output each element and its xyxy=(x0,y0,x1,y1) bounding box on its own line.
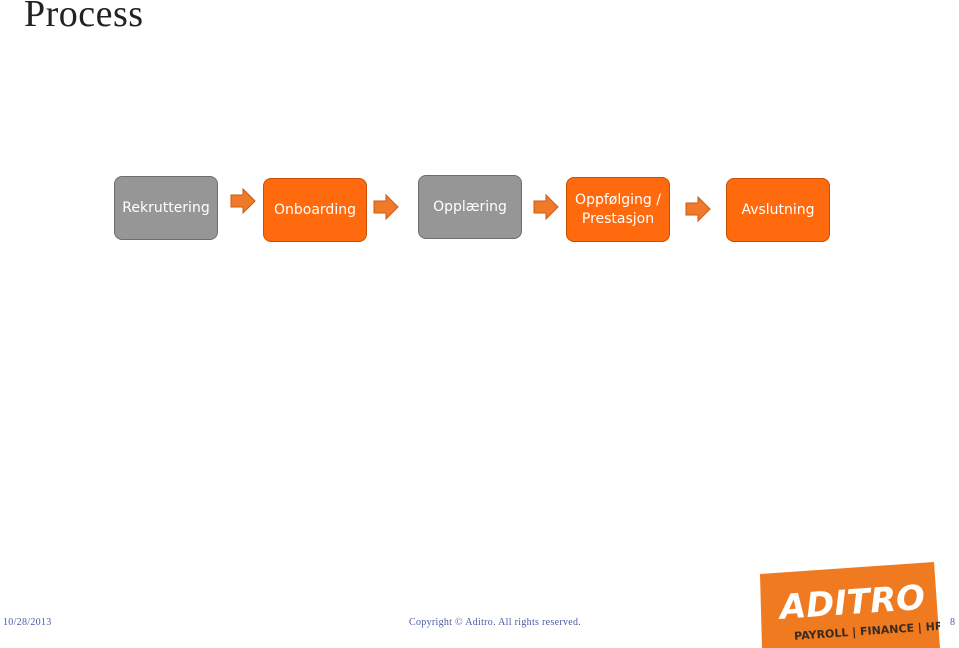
step-oppfolging-prestasjon: Oppfølging / Prestasjon xyxy=(566,177,670,242)
aditro-logo: ADITRO PAYROLL | FINANCE | HR xyxy=(760,562,940,648)
step-rekruttering: Rekruttering xyxy=(114,176,218,240)
footer-copyright: Copyright © Aditro. All rights reserved. xyxy=(409,617,582,628)
page-number: 8 xyxy=(950,617,956,628)
arrow-right-icon xyxy=(685,196,711,222)
footer-date: 10/28/2013 xyxy=(3,617,52,628)
slide-title: Process xyxy=(24,0,144,35)
arrow-right-icon xyxy=(373,194,399,220)
step-avslutning: Avslutning xyxy=(726,178,830,242)
arrow-right-icon xyxy=(533,194,559,220)
step-onboarding: Onboarding xyxy=(263,178,367,242)
arrow-right-icon xyxy=(230,188,256,214)
step-opplaering: Opplæring xyxy=(418,175,522,239)
